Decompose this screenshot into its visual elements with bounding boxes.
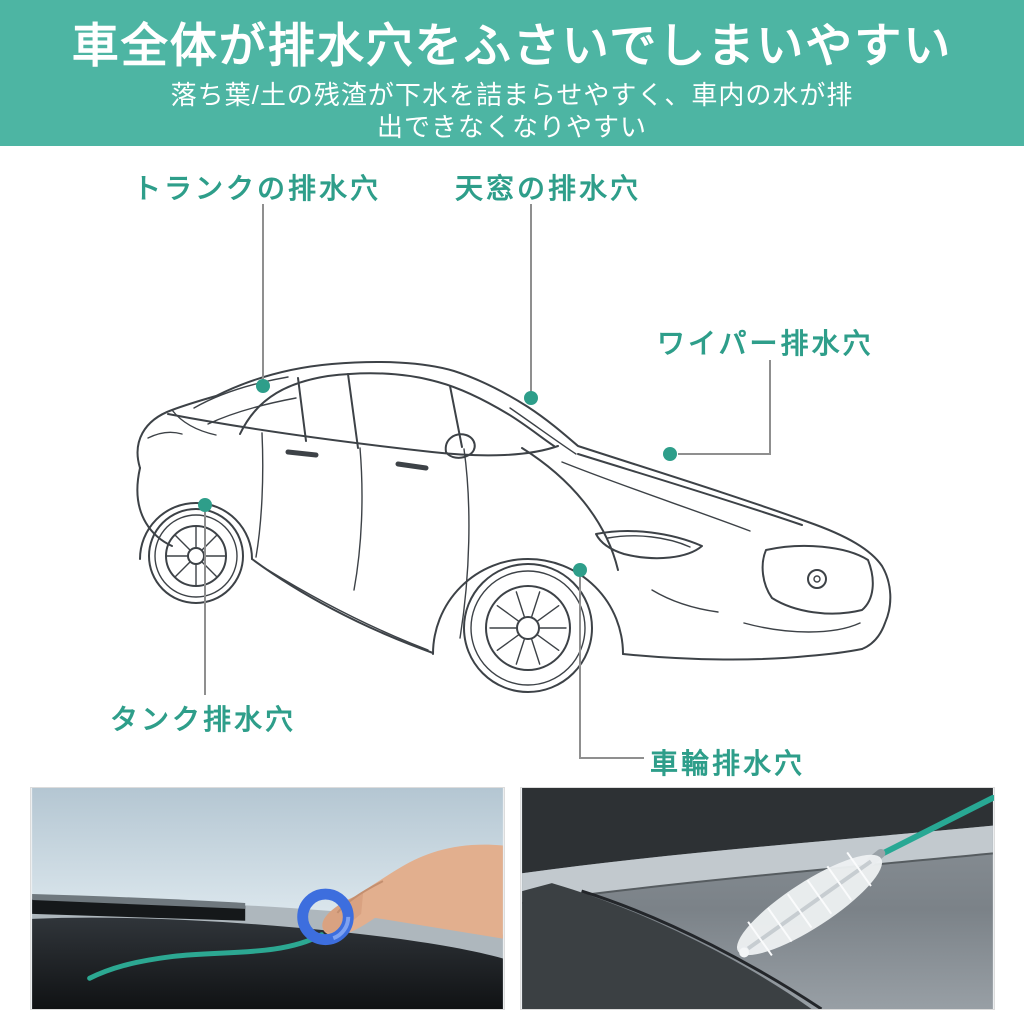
trunk-cut bbox=[171, 409, 217, 436]
label-wheel-drain: 車輪排水穴 bbox=[650, 748, 806, 779]
rear-wheel bbox=[148, 508, 244, 604]
callout-lines bbox=[198, 204, 771, 759]
rear-wheel-spokes bbox=[166, 526, 226, 586]
rear-door-line bbox=[255, 432, 264, 558]
bumper-vent bbox=[651, 589, 719, 613]
tank-drain-dot bbox=[198, 498, 212, 512]
gutter-lip bbox=[32, 894, 246, 909]
b-pillar bbox=[347, 373, 359, 449]
lower-bumper-line bbox=[743, 622, 861, 633]
wiper-drain-dot bbox=[663, 447, 677, 461]
beltline bbox=[167, 413, 559, 457]
blue-ring-highlight bbox=[300, 892, 351, 942]
label-tank-drain: タンク排水穴 bbox=[110, 704, 297, 735]
finger-crease bbox=[336, 880, 384, 914]
front-wheel bbox=[463, 563, 593, 693]
trunk-drain-dot bbox=[256, 379, 270, 393]
trunk-cleaning-illustration bbox=[32, 788, 503, 1009]
underside-front bbox=[622, 648, 863, 661]
grille-emblem bbox=[807, 569, 827, 589]
front-fender-line bbox=[459, 448, 470, 639]
header-subtitle-line2: 出できなくなりやすい bbox=[376, 111, 647, 142]
headlight-inner bbox=[607, 535, 691, 548]
cowl-brush-illustration bbox=[521, 788, 994, 1009]
drain-wire bbox=[87, 932, 324, 981]
door-handle-front bbox=[395, 461, 429, 471]
rocker-inner bbox=[267, 569, 429, 651]
photo-trunk-cleaning bbox=[30, 787, 505, 1010]
brush-rod bbox=[875, 794, 994, 859]
hood-crease-1 bbox=[577, 453, 803, 526]
tail-lamp bbox=[147, 431, 183, 439]
front-window-divider bbox=[449, 385, 463, 448]
hood-shadow bbox=[522, 788, 993, 874]
car-line-drawing bbox=[136, 204, 892, 759]
glass-top-inner bbox=[239, 372, 555, 447]
underside-mid bbox=[251, 558, 434, 654]
brush-bristles bbox=[747, 851, 872, 957]
dark-trim bbox=[522, 883, 812, 1009]
wiper-callout-line bbox=[678, 360, 771, 455]
header-subtitle-line1: 落ち葉/土の残渣が下水を詰まらせやすく、車内の水が排 bbox=[170, 80, 854, 110]
brush-spine bbox=[746, 859, 873, 951]
front-wheel-spokes bbox=[489, 591, 567, 665]
windshield-base bbox=[509, 407, 577, 455]
label-wiper-drain: ワイパー排水穴 bbox=[657, 328, 874, 359]
wheel-callout-line bbox=[579, 577, 644, 759]
brush-tip bbox=[739, 947, 750, 958]
cowl-strip bbox=[522, 825, 993, 903]
photo-cowl-brush bbox=[520, 787, 995, 1010]
sedan-sketch bbox=[136, 361, 892, 693]
rear-windshield bbox=[193, 376, 297, 425]
side-mirror bbox=[444, 433, 476, 459]
page-title: 車全体が排水穴をふさいでしまいやすい bbox=[71, 19, 953, 72]
car-body-dark bbox=[32, 917, 503, 1009]
hood-crease-2 bbox=[561, 461, 751, 532]
car-rear-face bbox=[136, 467, 173, 547]
trim-edge bbox=[581, 889, 823, 1009]
label-sunroof-drain: 天窓の排水穴 bbox=[455, 173, 642, 204]
rear-wheel-arch bbox=[139, 502, 253, 560]
rear-window-divider bbox=[297, 377, 307, 442]
grille bbox=[761, 544, 874, 615]
car-body-outline bbox=[136, 361, 892, 650]
headlight bbox=[595, 530, 703, 560]
sunroof-drain-dot bbox=[524, 391, 538, 405]
door-handle-rear bbox=[285, 449, 319, 458]
front-door-line bbox=[353, 447, 363, 591]
car-drain-diagram: トランクの排水穴 天窓の排水穴 ワイパー排水穴 タンク排水穴 車輪排水穴 bbox=[0, 146, 1024, 786]
wheel-drain-dot bbox=[573, 563, 587, 577]
hand bbox=[322, 844, 503, 939]
header-banner: 車全体が排水穴をふさいでしまいやすい 落ち葉/土の残渣が下水を詰まらせやすく、車… bbox=[0, 0, 1024, 146]
front-wheel-arch bbox=[432, 558, 624, 655]
fender-sweep bbox=[521, 447, 619, 571]
label-trunk-drain: トランクの排水穴 bbox=[133, 173, 382, 204]
grille-emblem-center bbox=[813, 575, 821, 583]
